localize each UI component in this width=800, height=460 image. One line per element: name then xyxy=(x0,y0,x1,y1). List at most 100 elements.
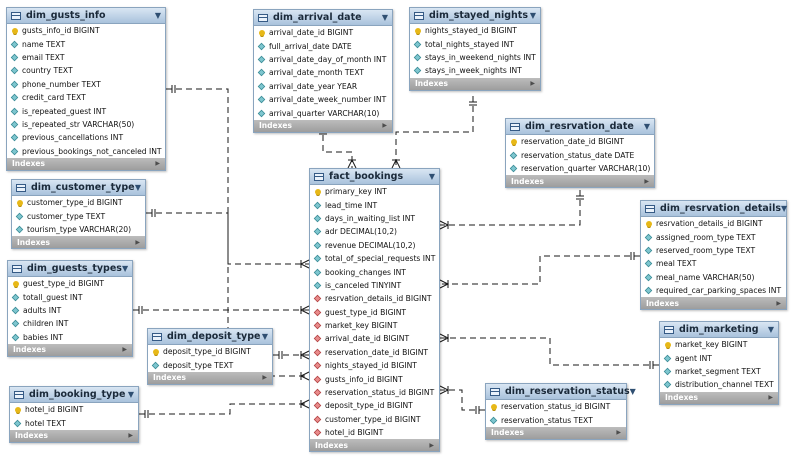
column-row[interactable]: stays_in_week_nights INT xyxy=(410,64,540,77)
column-row[interactable]: arrival_date_id BIGINT xyxy=(254,26,392,39)
collapse-toggle-icon[interactable]: ▼ xyxy=(381,13,388,22)
column-row[interactable]: customer_type TEXT xyxy=(12,209,145,222)
expand-arrow-icon[interactable]: ▶ xyxy=(530,80,535,88)
collapse-toggle-icon[interactable]: ▼ xyxy=(428,172,435,181)
column-row[interactable]: arrival_date_id BIGINT xyxy=(310,332,439,345)
table-header[interactable]: dim_resrvation_date▼ xyxy=(506,119,654,135)
collapse-toggle-icon[interactable]: ▼ xyxy=(134,183,141,192)
table-header[interactable]: dim_booking_type▼ xyxy=(10,387,138,403)
column-row[interactable]: distribution_channel TEXT xyxy=(660,378,778,391)
column-row[interactable]: reservation_date_id BIGINT xyxy=(310,346,439,359)
expand-arrow-icon[interactable]: ▶ xyxy=(155,160,160,168)
column-row[interactable]: hotel TEXT xyxy=(10,416,138,429)
column-row[interactable]: reservation_status_id BIGINT xyxy=(310,386,439,399)
column-row[interactable]: arrival_date_month TEXT xyxy=(254,66,392,79)
expand-arrow-icon[interactable]: ▶ xyxy=(776,299,781,307)
collapse-toggle-icon[interactable]: ▼ xyxy=(261,332,268,341)
column-row[interactable]: gusts_info_id BIGINT xyxy=(310,372,439,385)
collapse-toggle-icon[interactable]: ▼ xyxy=(780,204,788,213)
table-header[interactable]: dim_marketing▼ xyxy=(660,322,778,338)
column-row[interactable]: is_canceled TINYINT xyxy=(310,279,439,292)
column-row[interactable]: deposit_type_id BIGINT xyxy=(310,399,439,412)
column-row[interactable]: totall_guest INT xyxy=(8,290,132,303)
expand-arrow-icon[interactable]: ▶ xyxy=(128,432,133,440)
column-row[interactable]: required_car_parking_spaces INT xyxy=(641,284,786,297)
table-header[interactable]: dim_guests_types▼ xyxy=(8,261,132,277)
indexes-footer[interactable]: Indexes▶ xyxy=(486,426,626,439)
indexes-footer[interactable]: Indexes▶ xyxy=(7,157,165,170)
column-row[interactable]: days_in_waiting_list INT xyxy=(310,212,439,225)
column-row[interactable]: customer_type_id BIGINT xyxy=(12,196,145,209)
table-header[interactable]: dim_customer_type▼ xyxy=(12,180,145,196)
column-row[interactable]: total_nights_stayed INT xyxy=(410,37,540,50)
column-row[interactable]: full_arrival_date DATE xyxy=(254,39,392,52)
column-row[interactable]: meal TEXT xyxy=(641,257,786,270)
expand-arrow-icon[interactable]: ▶ xyxy=(768,394,773,402)
column-row[interactable]: phone_number TEXT xyxy=(7,78,165,91)
column-row[interactable]: market_key BIGINT xyxy=(310,319,439,332)
collapse-toggle-icon[interactable]: ▼ xyxy=(643,122,650,131)
table-header[interactable]: dim_reservation_status▼ xyxy=(486,384,636,400)
column-row[interactable]: babies INT xyxy=(8,331,132,344)
table-header[interactable]: dim_resrvation_details▼ xyxy=(641,201,788,217)
table-header[interactable]: dim_deposit_type▼ xyxy=(148,329,272,345)
column-row[interactable]: assigned_room_type TEXT xyxy=(641,230,786,243)
expand-arrow-icon[interactable]: ▶ xyxy=(262,374,267,382)
table-dim-resrvation-date[interactable]: dim_resrvation_date▼reservation_date_id … xyxy=(505,118,655,189)
column-row[interactable]: meal_name VARCHAR(50) xyxy=(641,271,786,284)
column-row[interactable]: email TEXT xyxy=(7,51,165,64)
column-row[interactable]: resrvation_details_id BIGINT xyxy=(641,217,786,230)
table-dim-reservation-status[interactable]: dim_reservation_status▼ reservation_statu… xyxy=(485,383,636,440)
column-row[interactable]: total_of_special_requests INT xyxy=(310,252,439,265)
column-row[interactable]: reservation_quarter VARCHAR(10) xyxy=(506,162,654,175)
expand-arrow-icon[interactable]: ▶ xyxy=(429,441,434,449)
column-row[interactable]: guest_type_id BIGINT xyxy=(310,306,439,319)
column-row[interactable]: reserved_room_type TEXT xyxy=(641,244,786,257)
column-row[interactable]: reservation_status TEXT xyxy=(486,413,626,426)
column-row[interactable]: customer_type_id BIGINT xyxy=(310,413,439,426)
column-row[interactable]: nights_stayed_id BIGINT xyxy=(410,24,540,37)
column-row[interactable]: arrival_date_day_of_month INT xyxy=(254,53,392,66)
indexes-footer[interactable]: Indexes▶ xyxy=(254,119,392,132)
collapse-toggle-icon[interactable]: ▼ xyxy=(121,264,129,273)
column-row[interactable]: reservation_status_date DATE xyxy=(506,148,654,161)
expand-arrow-icon[interactable]: ▶ xyxy=(616,429,621,437)
table-dim-stayed-nights[interactable]: dim_stayed_nights▼nights_stayed_id BIGIN… xyxy=(409,7,541,91)
column-row[interactable]: credit_card TEXT xyxy=(7,91,165,104)
expand-arrow-icon[interactable]: ▶ xyxy=(644,177,649,185)
column-row[interactable]: arrival_date_year YEAR xyxy=(254,80,392,93)
indexes-footer[interactable]: Indexes▶ xyxy=(148,371,272,384)
table-header[interactable]: dim_gusts_info▼ xyxy=(7,8,165,24)
column-row[interactable]: hotel_id BIGINT xyxy=(10,403,138,416)
column-row[interactable]: reservation_date_id BIGINT xyxy=(506,135,654,148)
column-row[interactable]: is_repeated_str VARCHAR(50) xyxy=(7,118,165,131)
column-row[interactable]: primary_key INT xyxy=(310,185,439,198)
column-row[interactable]: gusts_info_id BIGINT xyxy=(7,24,165,37)
column-row[interactable]: is_repeated_guest INT xyxy=(7,104,165,117)
indexes-footer[interactable]: Indexes▶ xyxy=(660,391,778,404)
indexes-footer[interactable]: Indexes▶ xyxy=(310,439,439,452)
column-row[interactable]: country TEXT xyxy=(7,64,165,77)
indexes-footer[interactable]: Indexes▶ xyxy=(506,175,654,188)
column-row[interactable]: nights_stayed_id BIGINT xyxy=(310,359,439,372)
table-dim-resrvation-details[interactable]: dim_resrvation_details▼resrvation_detail… xyxy=(640,200,788,311)
column-row[interactable]: tourism_type VARCHAR(20) xyxy=(12,223,145,236)
table-header[interactable]: dim_stayed_nights▼ xyxy=(410,8,540,24)
column-row[interactable]: revenue DECIMAL(10,2) xyxy=(310,239,439,252)
column-row[interactable]: children INT xyxy=(8,317,132,330)
column-row[interactable]: lead_time INT xyxy=(310,198,439,211)
column-row[interactable]: guest_type_id BIGINT xyxy=(8,277,132,290)
table-dim-customer-type[interactable]: dim_customer_type▼customer_type_id BIGIN… xyxy=(11,179,146,250)
column-row[interactable]: market_key BIGINT xyxy=(660,338,778,351)
collapse-toggle-icon[interactable]: ▼ xyxy=(529,11,536,20)
column-row[interactable]: deposit_type TEXT xyxy=(148,358,272,371)
collapse-toggle-icon[interactable]: ▼ xyxy=(629,387,636,396)
table-header[interactable]: dim_arrival_date▼ xyxy=(254,10,392,26)
collapse-toggle-icon[interactable]: ▼ xyxy=(767,325,774,334)
